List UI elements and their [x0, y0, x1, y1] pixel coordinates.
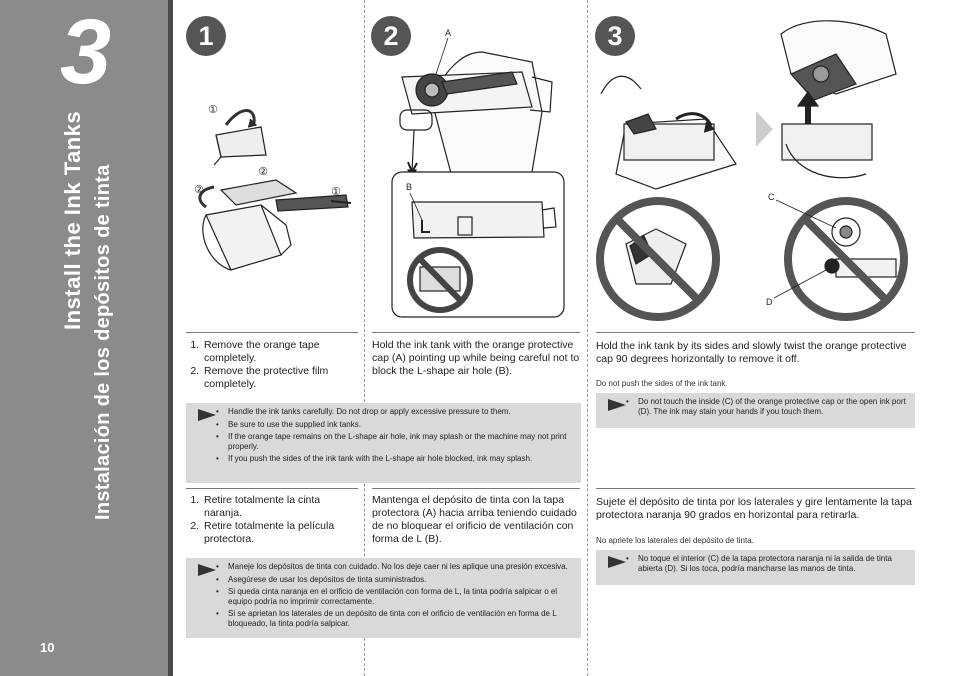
list-item: Handle the ink tanks carefully. Do not d… [216, 407, 577, 417]
divider [596, 332, 915, 333]
list-item: If the orange tape remains on the L-shap… [216, 432, 577, 451]
column-divider [587, 0, 588, 676]
divider [186, 332, 358, 333]
list-item: No toque el interior (C) de la tapa prot… [626, 554, 911, 573]
page-number: 10 [40, 640, 55, 655]
callout-1b: ① [331, 185, 341, 198]
list-item: If you push the sides of the ink tank wi… [216, 454, 577, 464]
remove-tape-illustration: ① ② ② ① [194, 103, 352, 271]
note-box-es: Maneje los depósitos de tinta con cuidad… [186, 558, 581, 638]
label-c: C [768, 192, 775, 202]
step1-instructions-en: Remove the orange tape completely. Remov… [186, 339, 356, 391]
list-item: Retire totalmente la cinta naranja. [202, 494, 356, 520]
callout-2b: ② [258, 165, 268, 178]
list-item: Be sure to use the supplied ink tanks. [216, 420, 577, 430]
flag-icon [198, 409, 216, 421]
step1-instructions-es: Retire totalmente la cinta naranja. Reti… [186, 494, 356, 546]
step3-warning-en: Do not push the sides of the ink tank. [596, 379, 728, 388]
step2-instructions-es: Mantenga el depósito de tinta con la tap… [372, 494, 577, 545]
list-item: Do not touch the inside (C) of the orang… [626, 397, 911, 416]
callout-2: ② [194, 183, 204, 196]
divider [372, 332, 580, 333]
flag-icon [608, 399, 626, 411]
list-item: Si se aprietan los laterales de un depós… [216, 609, 577, 628]
list-item: Remove the protective film completely. [202, 365, 356, 391]
divider [596, 488, 915, 489]
list-item: Retire totalmente la película protectora… [202, 520, 356, 546]
column-divider [364, 0, 365, 676]
label-b: B [406, 182, 412, 192]
label-a: A [445, 28, 451, 38]
note-box-en-right: Do not touch the inside (C) of the orang… [596, 393, 915, 428]
divider [186, 488, 358, 489]
step3-warning-es: No apriete los laterales del depósito de… [596, 536, 754, 545]
list-item: Maneje los depósitos de tinta con cuidad… [216, 562, 577, 572]
step2-instructions-en: Hold the ink tank with the orange protec… [372, 339, 580, 377]
section-title-en: Install the Ink Tanks [60, 110, 85, 330]
divider [372, 488, 580, 489]
sidebar [0, 0, 168, 676]
step-number: 3 [60, 1, 112, 103]
hold-ink-tank-illustration: A B [391, 28, 565, 318]
note-box-es-right: No toque el interior (C) de la tapa prot… [596, 550, 915, 585]
list-item: Asegúrese de usar los depósitos de tinta… [216, 575, 577, 585]
step-1-badge: 1 [186, 16, 226, 56]
note-box-en: Handle the ink tanks carefully. Do not d… [186, 403, 581, 483]
label-d: D [766, 297, 773, 307]
step-3-badge: 3 [595, 16, 635, 56]
sidebar-edge [168, 0, 173, 676]
flag-icon [198, 564, 216, 576]
step-2-badge: 2 [371, 16, 411, 56]
callout-1: ① [208, 103, 218, 116]
step3-instructions-en: Hold the ink tank by its sides and slowl… [596, 340, 907, 365]
list-item: Remove the orange tape completely. [202, 339, 356, 365]
section-title-es: Instalación de los depósitos de tinta [92, 164, 114, 520]
flag-icon [608, 556, 626, 568]
twist-cap-illustration: C D [596, 20, 908, 321]
step3-instructions-es: Sujete el depósito de tinta por los late… [596, 496, 912, 521]
list-item: Si queda cinta naranja en el orificio de… [216, 587, 577, 606]
